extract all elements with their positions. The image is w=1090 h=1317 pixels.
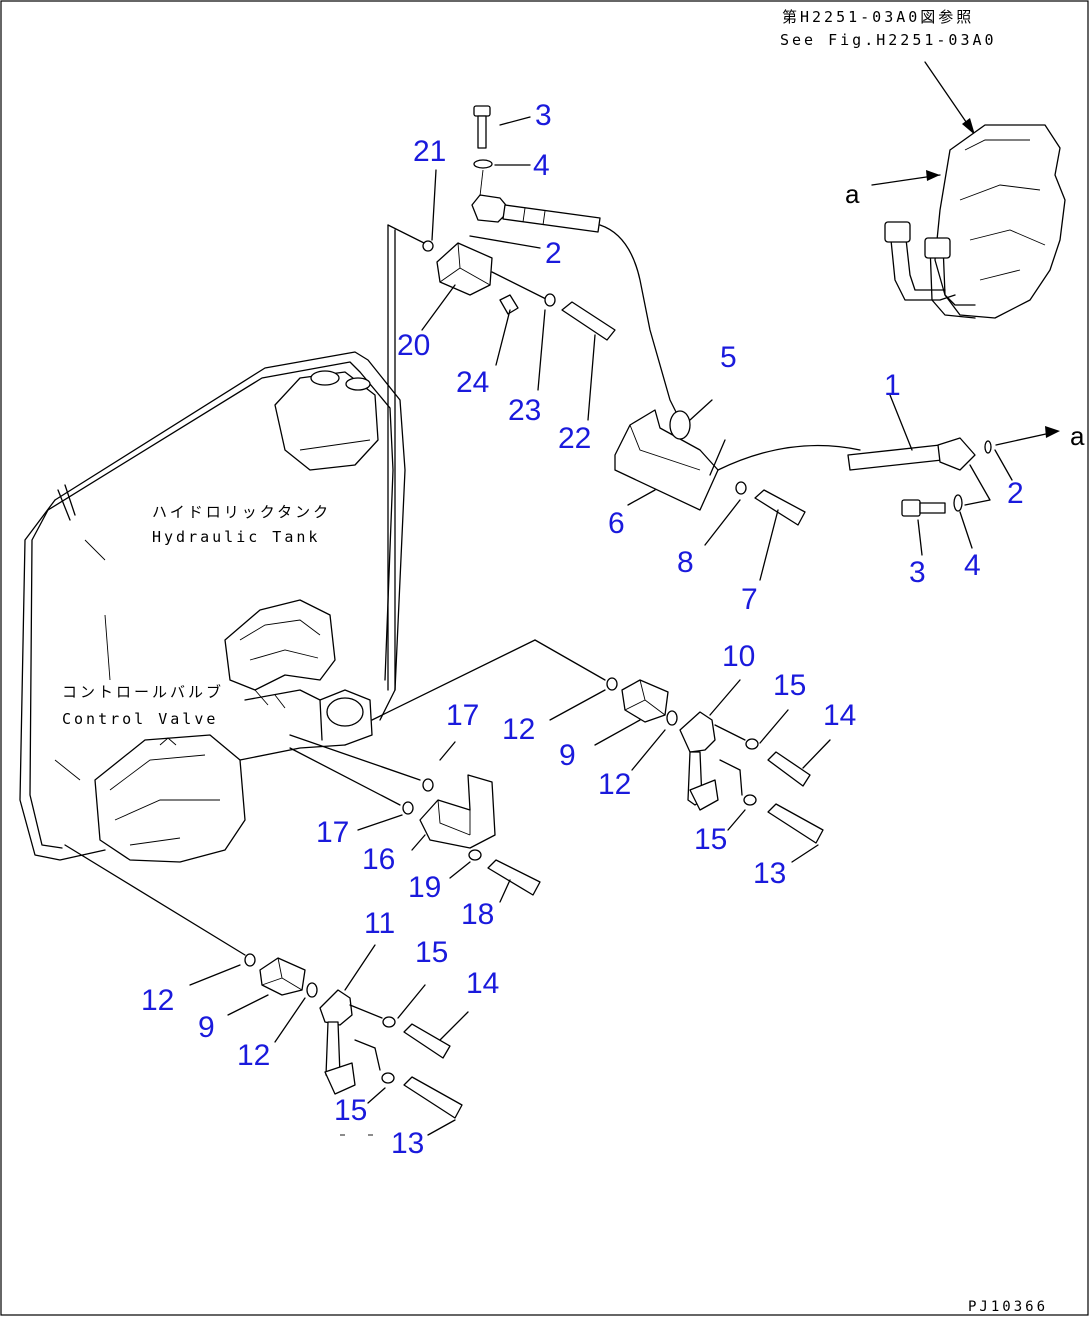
middle-linkage-assembly [289,639,831,903]
drawing-code: PJ10366 [968,1299,1048,1315]
reference-note-jp: 第H2251-03A0図参照 [782,8,974,26]
callout-number: 15 [415,936,448,969]
callout-number: 12 [502,713,535,746]
callout-number: 5 [720,341,737,374]
callout-number: 12 [141,984,174,1017]
callout-number: 1 [884,369,901,402]
callout-number: 7 [741,583,758,616]
view-letter-a-lower: a [1070,421,1085,451]
callout-number: 15 [773,669,806,702]
callout-number: 4 [964,549,981,582]
callout-number: 18 [461,898,494,931]
callout-number: 8 [677,546,694,579]
callout-number: 13 [391,1127,424,1160]
callout-number: 16 [362,843,395,876]
valve-label-jp: コントロールバルブ [62,683,224,701]
callout-number: 15 [694,823,727,856]
callout-number: 10 [722,640,755,673]
callout-number: 14 [823,699,856,732]
callout-number: 11 [364,907,395,940]
callout-number: 13 [753,857,786,890]
hydraulic-tank: ハイドロリックタンク Hydraulic Tank [19,224,429,861]
control-valve: コントロールバルブ Control Valve [62,599,373,863]
callout-number: 17 [316,816,349,849]
callout-number: 19 [408,871,441,904]
callout-number: 14 [466,967,499,1000]
reference-note-en: See Fig.H2251-03A0 [780,31,997,49]
callout-number: 3 [909,556,926,589]
upper-hose-assembly: a [421,105,1085,581]
lower-linkage-assembly [64,844,469,1136]
valve-label-en: Control Valve [62,710,218,728]
callout-number: 3 [535,99,552,132]
callout-number: 21 [413,135,446,168]
callout-number: 2 [545,237,562,270]
callout-number: 24 [456,366,489,399]
callout-number: 9 [198,1011,215,1044]
tank-label-jp: ハイドロリックタンク [152,503,331,521]
callout-number: 2 [1007,477,1024,510]
callout-number: 4 [533,149,550,182]
reference-assembly: 第H2251-03A0図参照 See Fig.H2251-03A0 a [780,8,1066,319]
callout-number: 17 [446,699,479,732]
view-letter-a-upper: a [845,179,860,209]
callout-number: 12 [237,1039,270,1072]
callout-number: 9 [559,739,576,772]
callout-number: 23 [508,394,541,427]
callout-number: 12 [598,768,631,801]
callout-number: 22 [558,422,591,455]
callout-number: 20 [397,329,430,362]
callout-number: 6 [608,507,625,540]
tank-label-en: Hydraulic Tank [152,528,320,546]
callout-number: 15 [334,1094,367,1127]
